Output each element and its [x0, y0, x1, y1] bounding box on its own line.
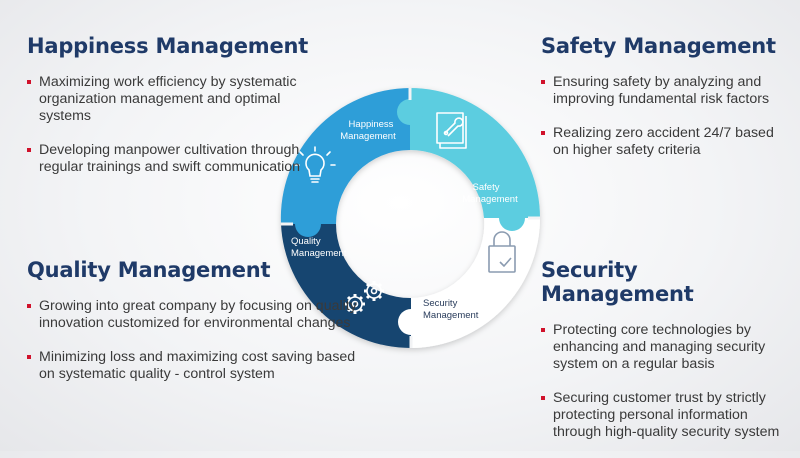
section-happiness: Happiness Management Maximizing work eff… — [27, 34, 327, 193]
section-title-happiness: Happiness Management — [27, 34, 309, 58]
bullet-item: Developing manpower cultivation through … — [27, 142, 327, 176]
lightbulb-icon — [294, 146, 336, 183]
bullet-list-safety: Ensuring safety by analyzing and improvi… — [541, 74, 791, 159]
puzzle-tab-right — [499, 205, 525, 231]
bullet-item: Minimizing loss and maximizing cost savi… — [27, 349, 367, 383]
bullet-item: Realizing zero accident 24/7 based on hi… — [541, 125, 791, 159]
bullet-list-quality: Growing into great company by focusing o… — [27, 298, 367, 383]
puzzle-tab-bottom — [398, 309, 424, 335]
puzzle-tab-left — [295, 211, 321, 237]
bullet-item: Ensuring safety by analyzing and improvi… — [541, 74, 791, 108]
bullet-list-security: Protecting core technologies by enhancin… — [541, 322, 796, 441]
section-safety: Safety Management Ensuring safety by ana… — [541, 34, 791, 176]
bullet-item: Maximizing work efficiency by systematic… — [27, 74, 327, 125]
section-title-safety: Safety Management — [541, 34, 776, 58]
bullet-item: Protecting core technologies by enhancin… — [541, 322, 796, 373]
segment-security — [411, 218, 540, 348]
section-quality: Quality Management Growing into great co… — [27, 258, 367, 400]
bullet-item: Growing into great company by focusing o… — [27, 298, 367, 332]
padlock-icon — [488, 231, 516, 273]
segment-safety — [410, 88, 540, 218]
section-security: Security Management Protecting core tech… — [541, 258, 796, 458]
manual-wrench-icon — [436, 112, 467, 149]
gears-icon — [345, 281, 384, 314]
segment-quality — [281, 224, 411, 349]
puzzle-tab-top — [397, 99, 423, 125]
bullet-item: Securing customer trust by strictly prot… — [541, 390, 796, 441]
section-title-security: Security Management — [541, 258, 694, 306]
segment-happiness — [280, 88, 410, 224]
section-title-quality: Quality Management — [27, 258, 271, 282]
bullet-list-happiness: Maximizing work efficiency by systematic… — [27, 74, 327, 176]
